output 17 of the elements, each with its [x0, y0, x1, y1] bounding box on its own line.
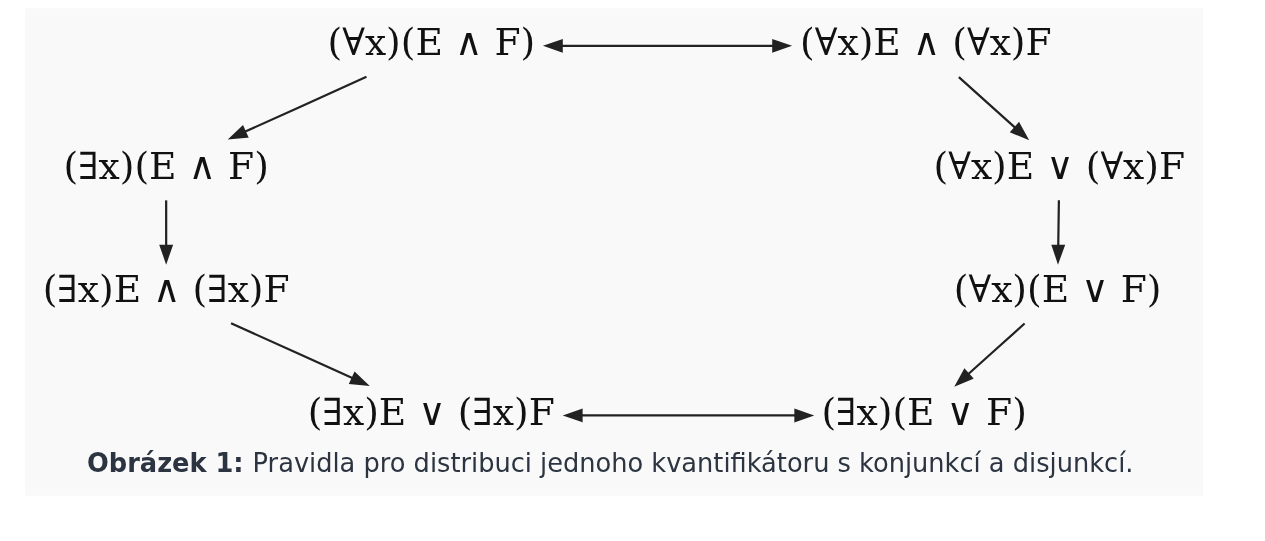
arrow — [1051, 200, 1066, 265]
node-text: (∃x)(E ∧ F) — [63, 143, 269, 188]
arrow — [542, 38, 793, 53]
node-text: (∃x)E ∧ (∃x)F — [42, 266, 290, 311]
node-text: (∀x)E ∨ (∀x)F — [933, 143, 1186, 188]
node-text: (∀x)(E ∧ F) — [327, 20, 536, 65]
arrow — [227, 75, 367, 140]
arrow — [958, 76, 1030, 141]
arrow — [954, 322, 1026, 387]
arrow — [159, 200, 174, 265]
node-text: (∃x)(E ∨ F) — [821, 390, 1027, 435]
node-text: (∀x)E ∧ (∀x)F — [800, 20, 1052, 65]
arrow — [562, 408, 815, 423]
node-text: (∀x)(E ∨ F) — [953, 266, 1162, 311]
caption: Obrázek 1: Pravidla pro distribuci jednoho kvantifikátoru s konjunkcí a disjunkcí. — [87, 447, 1134, 478]
arrow — [230, 322, 370, 386]
node-text: (∃x)E ∨ (∃x)F — [307, 390, 555, 435]
